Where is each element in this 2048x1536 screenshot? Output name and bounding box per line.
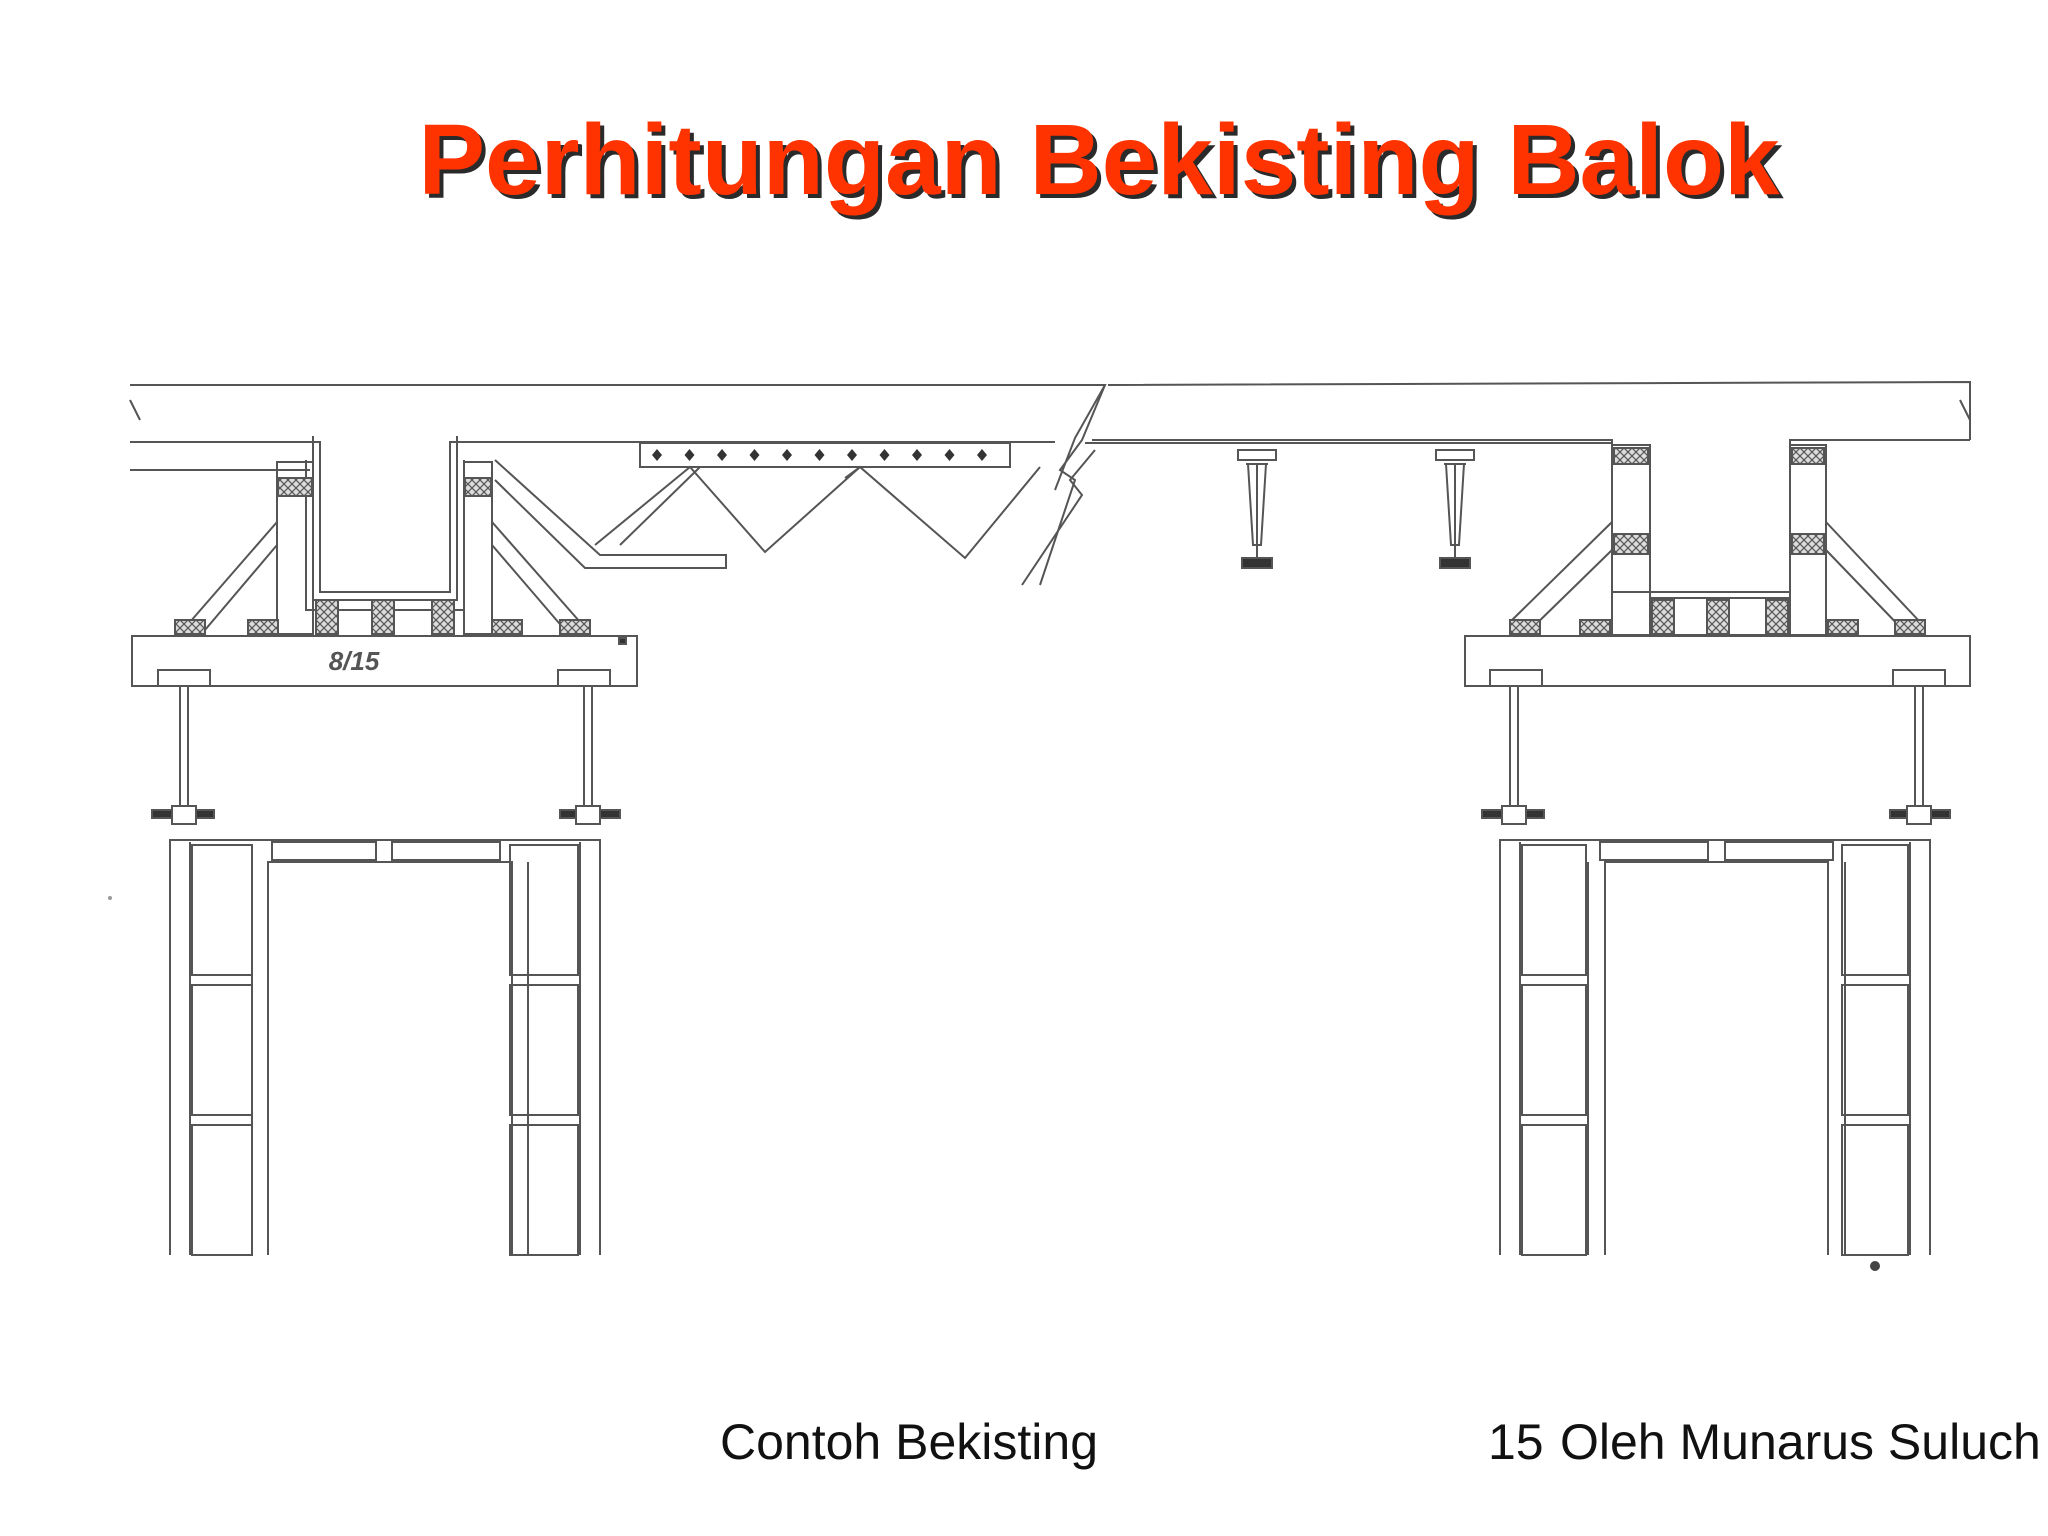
rivet [879,449,890,461]
rivet [749,449,760,461]
rivet [944,449,955,461]
rivet [782,449,792,461]
beam-form-left [305,436,465,611]
right-shoring-frame [1481,686,1951,1256]
left-beam-support [131,461,638,687]
author-credit: Oleh Munarus Suluch [1560,1414,2041,1470]
rivet [652,449,662,461]
rivet [814,449,825,461]
rivet [717,449,727,461]
left-shoring-frame [151,686,621,1256]
slide-caption: Contoh Bekisting [720,1414,1099,1470]
slab-hangers [1237,449,1475,569]
timber-section-label: 8/15 [329,646,380,676]
rivet [684,449,695,461]
rivet [847,449,857,461]
slide-title: Perhitungan Bekisting Balok [418,104,1780,216]
slab-truss [494,442,1041,569]
truss-rivets [652,449,987,461]
slab-break-line [1021,384,1106,586]
speck [1870,1261,1880,1271]
right-beam-support [1464,444,1971,687]
page-number: 15 [1488,1414,1544,1470]
concrete-slab-right [1085,380,1971,593]
rivet [912,449,922,461]
rivet [977,449,987,461]
speck [108,896,112,900]
